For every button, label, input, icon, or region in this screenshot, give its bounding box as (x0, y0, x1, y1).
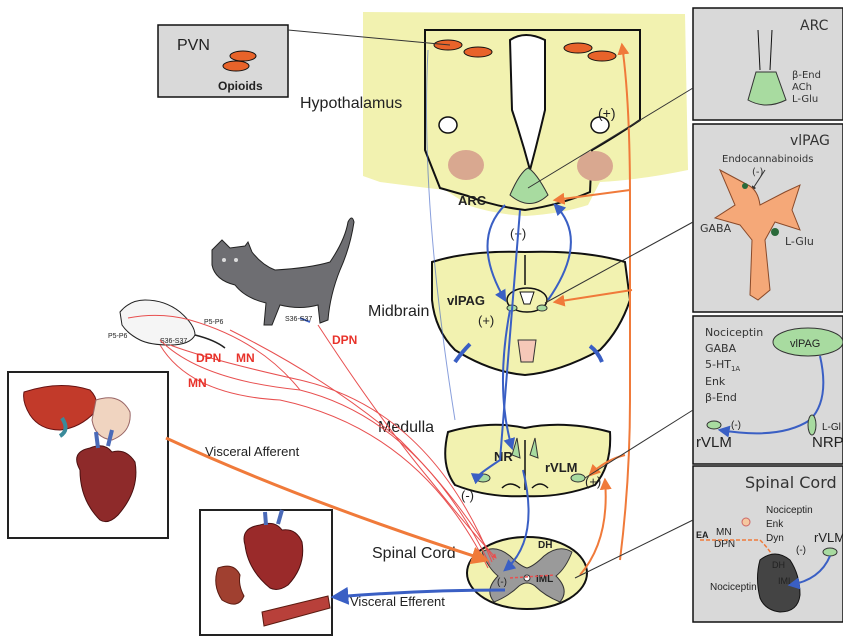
vlpag-plus-label: (+) (478, 313, 494, 328)
spinal-panel-dh: DH (772, 560, 785, 570)
hypothalamus-label: Hypothalamus (300, 95, 402, 112)
hypothalamus-plus-label: (+) (598, 105, 616, 121)
midbrain-section: Midbrain vlPAG (+) (+) (368, 226, 630, 375)
vlpag-panel-synapse-1 (742, 183, 748, 189)
cat-eye-left (222, 258, 226, 262)
spinal-panel-rvlm: rVLM (814, 530, 843, 545)
spinal-panel-minus: (-) (796, 545, 806, 556)
raphe-structure (518, 340, 536, 362)
nr-panel-line-5: β-End (705, 391, 737, 404)
rat-mn-label-2: MN (188, 376, 207, 390)
vlpag-panel-synapse-2 (771, 228, 779, 236)
pvn-nucleus-right-2 (588, 51, 616, 61)
cat-body (212, 218, 354, 325)
medulla-section: Medulla NR rVLM (-) (+) (378, 419, 610, 503)
nr-panel-line-2: GABA (705, 342, 737, 355)
vlpag-label: vlPAG (447, 293, 485, 308)
arc-panel-title: ARC (800, 18, 829, 34)
pvn-panel-opioid-nucleus-2 (223, 61, 249, 71)
pvn-nucleus-left-2 (464, 47, 492, 57)
arc-panel-line-1: β-End (792, 70, 821, 81)
rvlm-nucleus-right (571, 474, 585, 482)
nr-panel-rvlm-nucleus (707, 421, 721, 429)
pvn-panel-title: PVN (177, 37, 210, 54)
rat-label-1: P5-P6 (108, 333, 128, 340)
nr-panel-line-4: Enk (705, 375, 726, 388)
spinal-panel: Spinal Cord EA MN DPN Nociceptin Enk Dyn… (575, 466, 843, 622)
visceral-efferent-label: Visceral Efferent (350, 594, 445, 609)
central-canal (524, 575, 530, 581)
spinal-panel-nociceptin: Nociceptin (710, 582, 757, 593)
cat-illustration: P5-P6 S36-S37 (204, 218, 354, 326)
arc-panel-line-2: ACh (792, 82, 812, 93)
visceral-afferent-label: Visceral Afferent (205, 444, 300, 459)
pvn-panel-opioid-nucleus-1 (230, 51, 256, 61)
rat-tail (195, 335, 225, 348)
spinal-panel-line-3: Dyn (766, 533, 784, 544)
pvn-nucleus-right-1 (564, 43, 592, 53)
cat-dpn-label: DPN (332, 333, 357, 347)
nr-panel-minus: (-) (731, 420, 741, 431)
nr-panel-5ht: 5-HT (705, 358, 731, 371)
spinal-cord-label: Spinal Cord (372, 545, 456, 562)
vlpag-panel-endocannabinoids: Endocannabinoids (722, 154, 813, 165)
spinal-panel-line-1: Nociceptin (766, 505, 813, 516)
pvn-panel-opioids: Opioids (218, 79, 263, 93)
medulla-minus-label: (-) (461, 488, 474, 503)
spinal-panel-afferent-synapse (742, 518, 750, 526)
liver-heart-box (8, 372, 168, 538)
vlpag-panel-lglu: L-Glu (785, 235, 814, 248)
medulla-label: Medulla (378, 419, 434, 436)
nr-panel-line-1: Nociceptin (705, 326, 763, 339)
nr-panel-nrp-nucleus (808, 415, 816, 435)
spinal-panel-line-2: Enk (766, 519, 784, 530)
vlpag-panel-title: vlPAG (790, 133, 830, 149)
arc-panel-line-3: L-Glu (792, 94, 818, 105)
nr-panel-rvlm-label: rVLM (696, 434, 732, 451)
spinal-panel-ea: EA (696, 530, 709, 540)
cat-label-2: S36-S37 (285, 316, 312, 323)
rvlm-label: rVLM (545, 460, 578, 475)
spinal-minus-label: (-) (497, 577, 507, 588)
rat-mn-label-1: MN (236, 351, 255, 365)
rat-dpn-label: DPN (196, 351, 221, 365)
spinal-panel-connector (575, 520, 693, 578)
nr-panel: Nociceptin GABA 5-HT1A Enk β-End vlPAG (… (585, 316, 843, 478)
arc-label: ARC (458, 193, 487, 208)
nr-panel-lgl-label: L-Gl (822, 422, 841, 433)
small-nucleus-left (439, 117, 457, 133)
spinal-panel-mn: MN (716, 527, 732, 538)
midbrain-label: Midbrain (368, 303, 429, 320)
brown-nucleus-left (448, 150, 484, 180)
vlpag-nucleus-right (537, 305, 547, 311)
nr-panel-nrp-label: NRP (812, 434, 843, 451)
cat-eye-right (234, 258, 238, 262)
nr-panel-5ht-subscript: 1A (731, 365, 740, 373)
spinal-panel-rvlm-nucleus (823, 548, 837, 556)
heart-kidney-box (200, 510, 332, 635)
nr-panel-vlpag-label: vlPAG (790, 338, 820, 350)
spinal-panel-title: Spinal Cord (745, 473, 837, 492)
vlpag-panel-minus: (-) (752, 167, 764, 178)
vlpag-panel-gaba: GABA (700, 222, 732, 235)
dh-label: DH (538, 540, 552, 551)
